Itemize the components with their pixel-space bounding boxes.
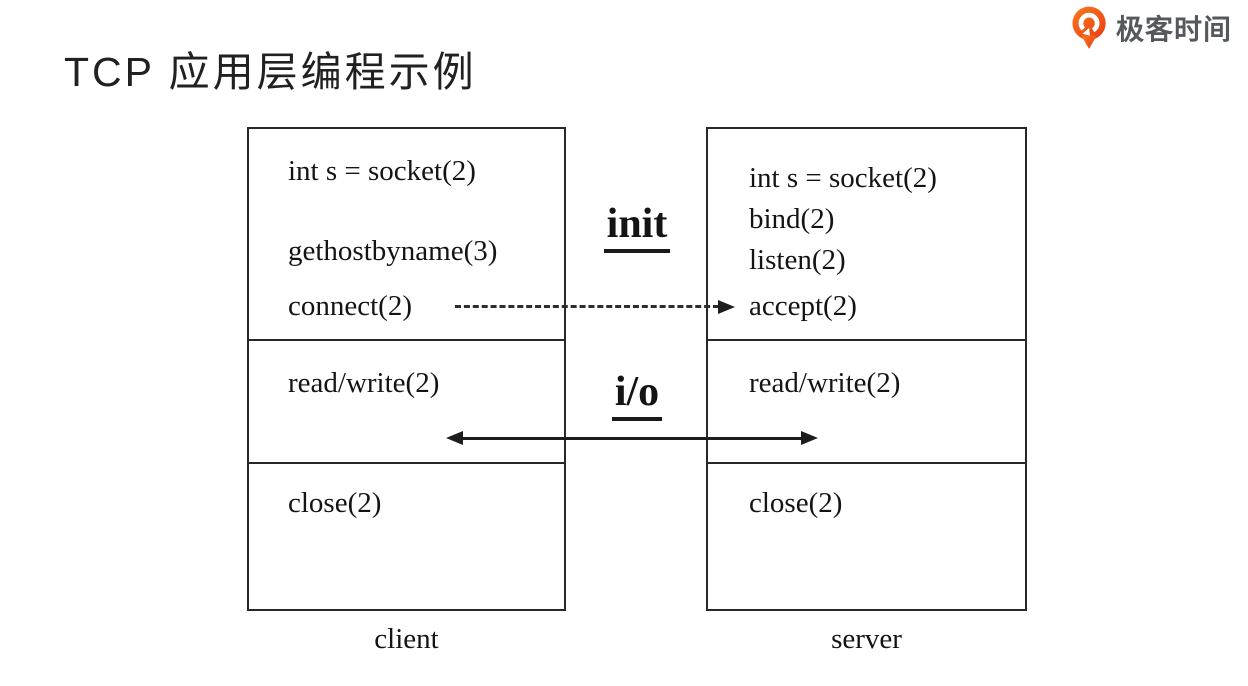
- io-arrowhead-left-icon: [446, 431, 463, 445]
- server-call-readwrite: read/write(2): [749, 367, 901, 399]
- page-title: TCP 应用层编程示例: [64, 49, 477, 95]
- init-phase-label: init: [567, 201, 707, 254]
- server-call-bind: bind(2): [749, 203, 835, 235]
- server-divider-2: [708, 462, 1025, 464]
- server-call-listen: listen(2): [749, 244, 846, 276]
- client-call-close: close(2): [288, 487, 382, 519]
- geektime-logo: 极客时间: [1071, 5, 1232, 51]
- io-arrowhead-right-icon: [801, 431, 818, 445]
- client-caption: client: [374, 623, 439, 655]
- client-box: [247, 127, 566, 611]
- server-divider-1: [708, 339, 1025, 341]
- client-call-socket: int s = socket(2): [288, 155, 476, 187]
- client-divider-2: [249, 462, 564, 464]
- client-divider-1: [249, 339, 564, 341]
- io-arrow-line: [459, 437, 805, 440]
- init-dashed-arrow-line: [455, 305, 719, 308]
- client-call-gethostbyname: gethostbyname(3): [288, 235, 498, 267]
- geektime-logo-text: 极客时间: [1115, 14, 1232, 45]
- geektime-pin-icon: [1072, 6, 1106, 49]
- io-phase-text: i/o: [611, 369, 663, 422]
- io-phase-label: i/o: [567, 369, 707, 422]
- init-phase-text: init: [603, 201, 671, 254]
- client-call-readwrite: read/write(2): [288, 367, 440, 399]
- server-call-close: close(2): [749, 487, 843, 519]
- server-call-accept: accept(2): [749, 290, 857, 322]
- server-caption: server: [831, 623, 902, 655]
- server-box: [706, 127, 1027, 611]
- client-call-connect: connect(2): [288, 290, 412, 322]
- init-arrowhead-right-icon: [718, 300, 735, 314]
- server-call-socket: int s = socket(2): [749, 162, 937, 194]
